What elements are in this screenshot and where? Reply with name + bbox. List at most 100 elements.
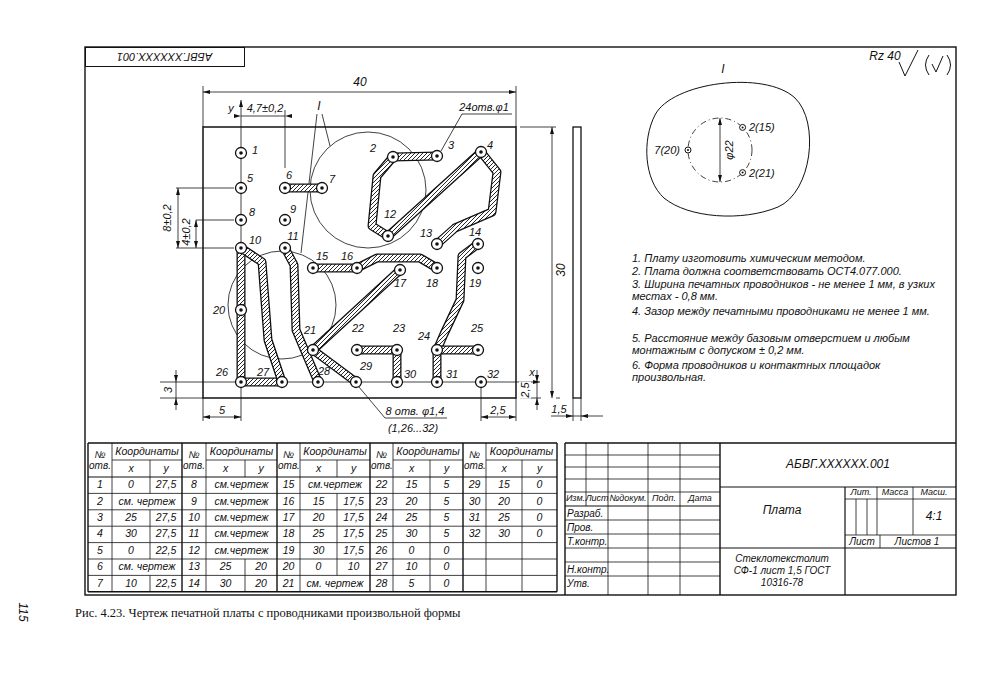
table-cell: 10 — [406, 561, 418, 573]
callout-number: 12 — [384, 208, 396, 220]
table-line — [337, 510, 338, 526]
contact-pad — [395, 265, 406, 276]
table-cell: 30 — [498, 529, 510, 541]
roughness-symbol — [899, 50, 918, 76]
hole-center — [435, 242, 439, 246]
title-block-line — [844, 487, 845, 595]
callout-number: 32 — [487, 368, 499, 380]
title-block-line — [913, 487, 914, 535]
arrowhead — [176, 241, 180, 248]
table-header: x — [128, 463, 133, 475]
table-cell: 20 — [255, 578, 267, 590]
drawing-line — [285, 110, 286, 168]
table-line — [300, 443, 301, 592]
table-header: № отв. — [278, 449, 299, 471]
table-cell: см.чертеж — [308, 479, 362, 491]
title-block-cell: Лист — [585, 494, 608, 504]
pitch-circle — [688, 118, 752, 182]
callout-number: 18 — [426, 277, 438, 289]
table-cell: 27 — [376, 561, 388, 573]
contact-pad — [308, 263, 319, 274]
hole-center — [476, 348, 480, 352]
table-line — [522, 477, 523, 493]
table-cell: 24 — [376, 512, 388, 524]
table-line — [300, 460, 370, 461]
table-header: y — [163, 463, 168, 475]
trace-outline — [437, 152, 497, 244]
table-cell: 20 — [406, 496, 418, 508]
trace-outline — [237, 248, 246, 382]
table-line — [88, 476, 557, 477]
table-line — [522, 526, 523, 542]
table-cell: 17,5 — [343, 529, 363, 541]
table-cell: см. чертеж — [118, 561, 175, 573]
title-block-line — [565, 534, 720, 535]
table-cell: см.чертеж — [214, 512, 268, 524]
title-block-line — [680, 443, 681, 595]
contact-pad — [383, 231, 394, 242]
title-block-cell: №докум. — [609, 494, 646, 504]
drawing-line — [176, 188, 234, 189]
table-cell: 15 — [498, 479, 510, 491]
detail-hole — [740, 124, 746, 130]
board-side-view — [573, 127, 581, 398]
hole-note: (1,26...32) — [388, 422, 438, 434]
table-cell: 15 — [283, 479, 295, 491]
table-cell: 0 — [537, 496, 543, 508]
table-cell: 26 — [376, 545, 388, 557]
hole-center — [239, 380, 243, 384]
dimension-text: 2,5 — [490, 404, 505, 416]
table-header: Координаты — [490, 446, 553, 458]
title-block-line — [565, 520, 720, 521]
table-cell: 30 — [313, 545, 325, 557]
printed-trace — [437, 244, 478, 350]
hole-center — [395, 348, 399, 352]
contact-pad — [236, 305, 247, 316]
table-line — [430, 526, 431, 542]
leader-line — [322, 114, 330, 146]
callout-number: 23 — [393, 322, 405, 334]
arrowhead — [174, 375, 178, 382]
table-cell: 22,5 — [156, 578, 176, 590]
contact-pad — [392, 377, 403, 388]
title-block-line — [565, 492, 720, 493]
table-line — [88, 559, 557, 560]
table-cell: 29 — [469, 479, 481, 491]
table-line — [430, 575, 431, 591]
note: 5. Расстояние между базовым отверстием и… — [632, 332, 947, 356]
table-cell: 5 — [444, 529, 450, 541]
detail-circle — [310, 132, 426, 248]
contact-pad — [351, 377, 362, 388]
table-cell: 25 — [498, 512, 510, 524]
title-block-cell: Изм. — [566, 494, 585, 504]
drawing-line — [516, 398, 517, 421]
contact-pad — [476, 147, 487, 158]
trace-outline — [372, 157, 393, 236]
table-cell: 20 — [255, 561, 267, 573]
dimension-line — [203, 92, 516, 93]
title-block-line — [565, 548, 720, 549]
part-name: Плата — [763, 504, 802, 517]
table-cell: 13 — [188, 561, 200, 573]
callout-number: 17 — [394, 277, 406, 289]
table-line — [150, 477, 151, 493]
table-cell: 30 — [125, 529, 137, 541]
arrowhead — [234, 415, 241, 419]
title-block-cell: Утв. — [567, 578, 590, 589]
title-block-line — [856, 499, 857, 535]
arrowhead — [550, 391, 554, 398]
table-line — [369, 443, 370, 592]
arrowhead — [234, 114, 241, 118]
trace-outline — [285, 248, 318, 382]
axis-label: x — [529, 366, 535, 378]
note: 3. Ширина печатных проводников - не мене… — [632, 278, 947, 302]
table-cell: 10 — [125, 578, 137, 590]
table-cell: 17,5 — [343, 496, 363, 508]
drawing-line — [581, 398, 582, 421]
table-line — [150, 575, 151, 591]
table-cell: 0 — [128, 479, 134, 491]
callout-number: 31 — [446, 368, 458, 380]
title-block-line — [880, 535, 881, 548]
table-line — [245, 559, 246, 575]
trace-outline — [357, 350, 397, 382]
